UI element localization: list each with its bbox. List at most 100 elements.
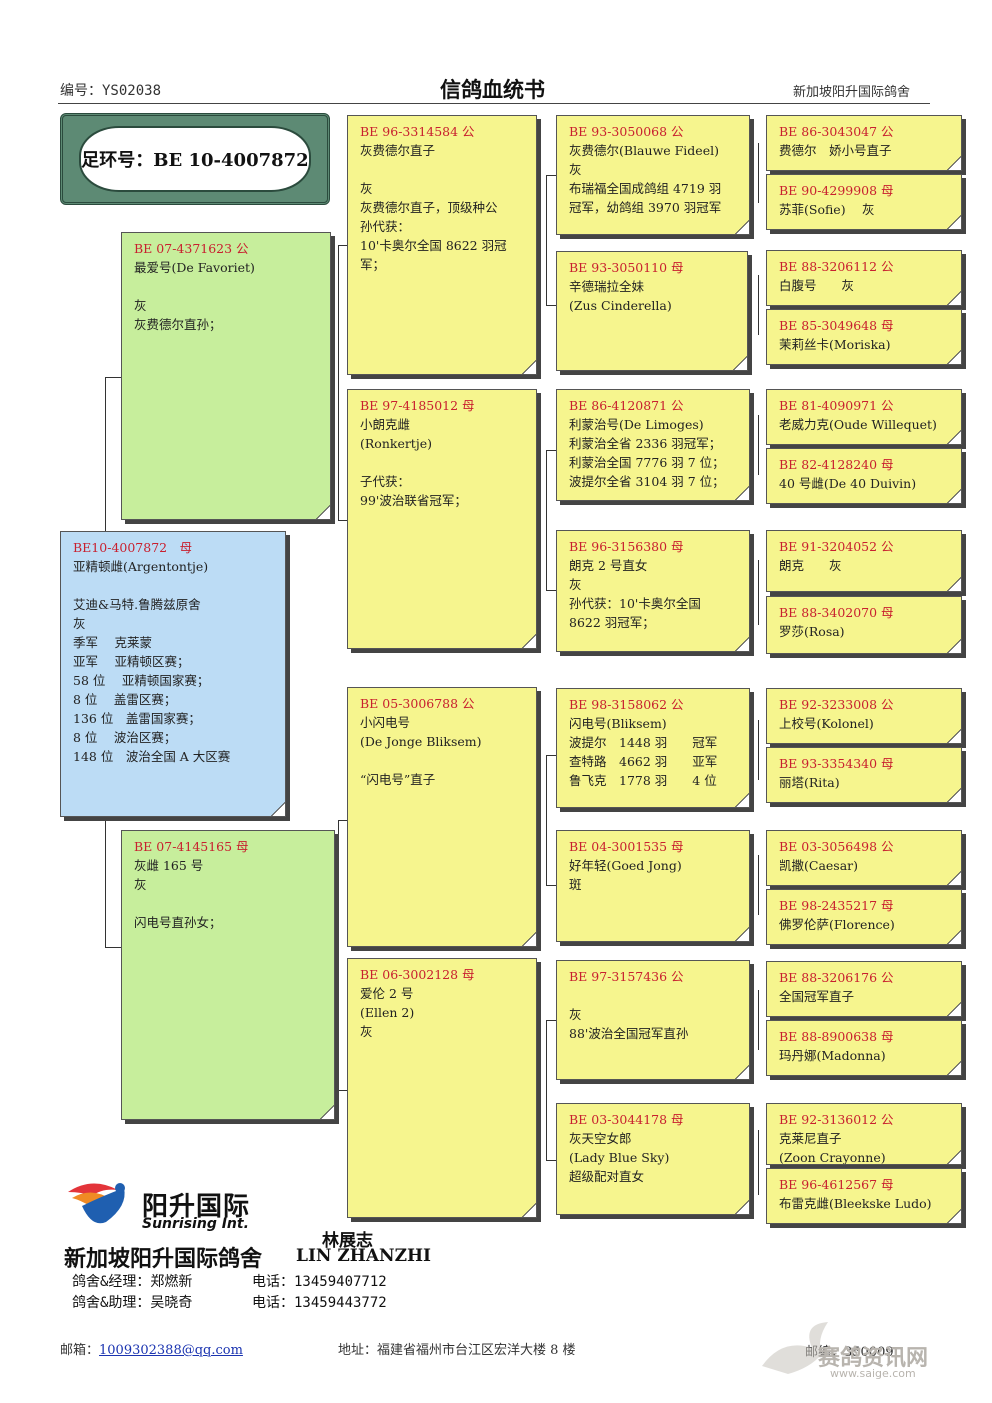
logo-chinese-name: 阳升国际 [142, 1192, 251, 1222]
dam-dam-dam-card: BE 03-3044178 母灰天空女郎 (Lady Blue Sky) 超级配对直… [556, 1103, 750, 1215]
ring-number: BE 88-3402070 母 [779, 605, 894, 620]
pedigree-line: 利蒙治全国 7776 羽 7 位； [569, 455, 725, 470]
pedigree-line: 布瑞福全国成鸽组 4719 羽 [569, 181, 722, 196]
pedigree-line: 朗克 灰 [779, 558, 842, 573]
pedigree-line: 小朗克雌 [360, 417, 411, 432]
serial-number: 编号：YS02038 [60, 83, 162, 99]
connector-line [758, 1130, 759, 1195]
pedigree-line: 佛罗伦萨(Florence) [779, 917, 895, 932]
connector-line [758, 990, 759, 1050]
ring-number: BE 86-4120871 公 [569, 398, 684, 413]
pedigree-line: 艾迪&马特.鲁腾兹原舍 [73, 597, 201, 612]
ring-number: BE10-4007872 母 [73, 540, 193, 555]
pedigree-line: 鲁飞克 1778 羽 4 位 [569, 773, 717, 788]
connector-line [758, 143, 759, 203]
pedigree-line: 灰 [569, 577, 582, 592]
logo-english-name: Sunrising Int. [142, 1216, 249, 1232]
ring-number: BE 91-3204052 公 [779, 539, 894, 554]
watermark-url: www.saige.com [830, 1367, 916, 1380]
pedigree-line: 148 位 波治全国 A 大区赛 [73, 749, 231, 764]
footer-address: 地址：福建省福州市台江区宏洋大楼 8 楼 [338, 1343, 576, 1358]
ring-number: BE 96-3314584 公 [360, 124, 475, 139]
pedigree-line: 灰费德尔(Blauwe Fideel) [569, 143, 719, 158]
ring-number: BE 88-3206112 公 [779, 259, 894, 274]
pedigree-line: 99'波治联省冠军； [360, 493, 467, 508]
pedigree-line: 爱伦 2 号 [360, 986, 414, 1001]
sire-sire-sire-card: BE 93-3050068 公灰费德尔(Blauwe Fideel)灰布瑞福全国… [556, 115, 750, 235]
dam-sire-sire-card: BE 98-3158062 公闪电号(Bliksem)波提尔 1448 羽 冠军… [556, 688, 750, 808]
ancestor-card: BE 98-2435217 母佛罗伦萨(Florence) [766, 889, 962, 945]
ancestor-card: BE 96-4612567 母布雷克雌(Bleekske Ludo) [766, 1168, 962, 1224]
pedigree-line: 亚军 亚精顿区赛； [73, 654, 190, 669]
pedigree-line: 小闪电号 [360, 715, 411, 730]
spacer [73, 576, 275, 595]
connector-line [338, 520, 347, 521]
pedigree-line: 8 位 盖雷区赛； [73, 692, 177, 707]
ancestor-card: BE 90-4299908 母苏菲(Sofie) 灰 [766, 174, 962, 230]
connector-line [105, 377, 121, 378]
ring-number: BE 88-8900638 母 [779, 1029, 894, 1044]
document-title: 信鸽血统书 [440, 78, 545, 102]
connector-line [338, 820, 347, 821]
pedigree-line: (Zus Cinderella) [569, 298, 672, 313]
pedigree-line: 孙代获：10'卡奥尔全国 [569, 596, 701, 611]
watermark-text: 赛鸽资讯网 [818, 1346, 929, 1371]
owner-english-name: LIN ZHANZHI [296, 1246, 431, 1266]
ring-number: BE 98-2435217 母 [779, 898, 894, 913]
connector-line [546, 175, 547, 305]
ring-number: BE 81-4090971 公 [779, 398, 894, 413]
pedigree-line: 闪电号(Bliksem) [569, 716, 667, 731]
connector-line [546, 755, 547, 885]
pedigree-line: 8 位 波治区赛； [73, 730, 177, 745]
ring-number-frame: 足环号：BE 10-4007872 [60, 113, 330, 205]
sire-dam-card: BE 97-4185012 母小朗克雌 (Ronkertje) 子代获： 99'波治联… [347, 389, 537, 649]
connector-line [758, 415, 759, 475]
pedigree-line: 灰 [360, 181, 373, 196]
pedigree-line: 布雷克雌(Bleekske Ludo) [779, 1196, 932, 1211]
pedigree-line: 子代获： [360, 474, 411, 489]
pedigree-line: (Zoon Crayonne) [779, 1150, 886, 1165]
pedigree-line: 88'波治全国冠军直孙 [569, 1026, 689, 1041]
ring-number: BE 07-4371623 公 [134, 241, 249, 256]
connector-line [546, 1020, 556, 1021]
ring-number: BE 03-3044178 母 [569, 1112, 684, 1127]
pedigree-line: (Lady Blue Sky) [569, 1150, 670, 1165]
connector-line [758, 720, 759, 780]
pedigree-line: 灰 [134, 877, 147, 892]
ring-number: BE 97-4185012 母 [360, 398, 475, 413]
pedigree-line: 季军 克莱蒙 [73, 635, 152, 650]
pedigree-line: 灰费德尔直孙； [134, 317, 222, 332]
pedigree-line: 苏菲(Sofie) 灰 [779, 202, 875, 217]
pedigree-line: 克莱尼直子 [779, 1131, 842, 1146]
pedigree-line: (Ronkertje) [360, 436, 432, 451]
ring-number-label: 足环号：BE 10-4007872 [81, 150, 309, 171]
ring-number: BE 92-3136012 公 [779, 1112, 894, 1127]
contact-phone: 电话：13459443772 [252, 1295, 387, 1311]
pedigree-line: 灰天空女郎 [569, 1131, 632, 1146]
email-link[interactable]: 1009302388@qq.com [99, 1343, 243, 1358]
spacer [360, 751, 526, 770]
ring-number: BE 07-4145165 母 [134, 839, 249, 854]
pedigree-line: 40 号雌(De 40 Duivin) [779, 476, 917, 491]
pedigree-line: 丽塔(Rita) [779, 775, 840, 790]
pedigree-line: 亚精顿雌(Argentontje) [73, 559, 209, 574]
owner-chinese-name: 林展志 [322, 1231, 373, 1251]
pedigree-line: 超级配对直女 [569, 1169, 645, 1184]
ancestor-card: BE 85-3049648 母茉莉丝卡(Moriska) [766, 309, 962, 365]
ring-number: BE 85-3049648 母 [779, 318, 894, 333]
pedigree-line: (De Jonge Bliksem) [360, 734, 482, 749]
ring-number: BE 82-4128240 母 [779, 457, 894, 472]
contact-phone: 电话：13459407712 [252, 1274, 387, 1290]
pedigree-line: 白腹号 灰 [779, 278, 855, 293]
ancestor-card: BE 93-3354340 母丽塔(Rita) [766, 747, 962, 803]
ring-number: BE 06-3002128 母 [360, 967, 475, 982]
ring-number: BE 05-3006788 公 [360, 696, 475, 711]
ring-number: BE 86-3043047 公 [779, 124, 894, 139]
ring-number: BE 96-4612567 母 [779, 1177, 894, 1192]
email-label: 邮箱： [60, 1343, 100, 1358]
pedigree-line: 136 位 盖雷国家赛； [73, 711, 201, 726]
ancestor-card: BE 88-3206176 公全国冠军直子 [766, 961, 962, 1017]
ring-number: BE 97-3157436 公 [569, 969, 684, 984]
footer-postcode: 邮编：350009 [805, 1345, 894, 1360]
